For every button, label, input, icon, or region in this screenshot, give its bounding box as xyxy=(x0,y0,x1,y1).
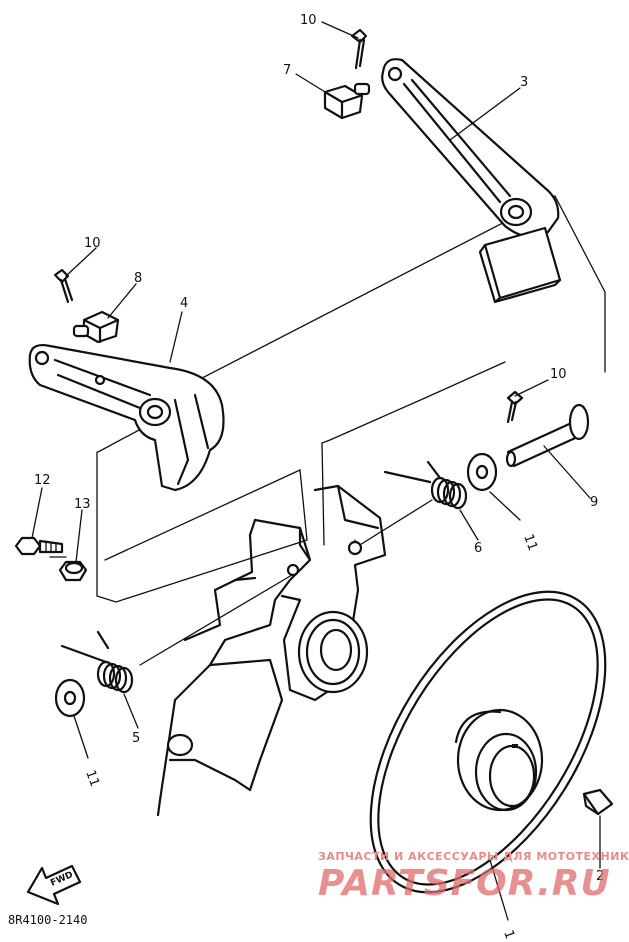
callout-8: 8 xyxy=(134,271,142,286)
callout-12: 12 xyxy=(34,473,51,488)
cotter-pin-top xyxy=(350,28,368,70)
adjuster-8 xyxy=(72,310,120,344)
arm-4 xyxy=(28,343,225,492)
callout-6: 6 xyxy=(474,541,482,556)
fwd-arrow-icon: FWD xyxy=(26,864,82,906)
callout-9: 9 xyxy=(590,495,598,510)
adjuster-7 xyxy=(323,82,371,120)
bolt-12 xyxy=(14,536,64,556)
callout-11-right: 11 xyxy=(520,532,540,553)
key-2 xyxy=(582,788,614,816)
callout-3: 3 xyxy=(520,75,528,90)
brake-panel xyxy=(156,484,387,817)
callout-2: 2 xyxy=(596,869,604,884)
callout-4: 4 xyxy=(180,296,188,311)
part-numbers: 10 7 3 10 8 4 10 9 11 6 12 13 5 11 2 1 xyxy=(34,13,604,941)
callout-10-top: 10 xyxy=(300,13,317,28)
arm-3 xyxy=(381,58,562,304)
callout-7: 7 xyxy=(283,63,291,78)
callout-10-right: 10 xyxy=(550,367,567,382)
washer-11-left xyxy=(54,678,86,718)
assembly-guide-lines xyxy=(49,195,606,666)
washer-11-right xyxy=(466,452,498,492)
callout-1: 1 xyxy=(500,928,517,941)
pin-9 xyxy=(505,403,590,468)
callout-10-left: 10 xyxy=(84,236,101,251)
spring-5 xyxy=(60,630,134,694)
callout-11-left: 11 xyxy=(82,768,102,789)
watermark: ЗАПЧАСТИ И АКСЕССУАРЫ ДЛЯ МОТОТЕХНИКИ PA… xyxy=(318,850,629,904)
nut-13 xyxy=(58,560,88,582)
leader-lines xyxy=(31,21,601,921)
cotter-pin-left xyxy=(53,268,74,304)
diagram-code: 8R4100-2140 xyxy=(8,913,87,927)
callout-5: 5 xyxy=(132,731,140,746)
spring-6 xyxy=(383,460,468,510)
callout-13: 13 xyxy=(74,497,91,512)
watermark-line1: ЗАПЧАСТИ И АКСЕССУАРЫ ДЛЯ МОТОТЕХНИКИ xyxy=(318,850,629,863)
brake-drum-1 xyxy=(369,590,607,894)
watermark-line2: PARTSFOR.RU xyxy=(318,863,611,904)
